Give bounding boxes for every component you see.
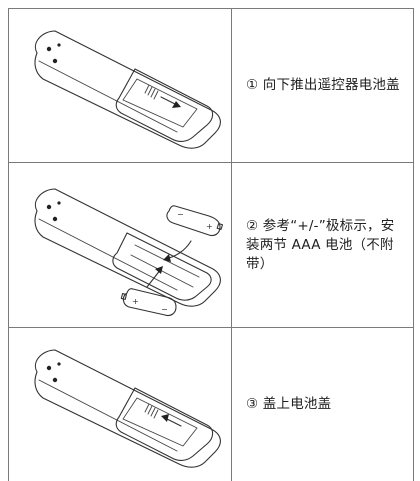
battery-bottom-minus: −: [161, 305, 168, 314]
remote-battery-insert-icon: − + + −: [9, 163, 232, 327]
step-1-text-cell: ① 向下推出遥控器电池盖: [232, 9, 414, 163]
step-3-instruction: ③ 盖上电池盖: [246, 395, 403, 414]
battery-top-plus: +: [206, 222, 213, 231]
battery-bottom: + −: [121, 289, 176, 316]
remote-cover-slide-out-icon: [9, 9, 232, 162]
step-2-instruction: ② 参考“+/-”极标示，安装两节 AAA 电池（不附带）: [246, 217, 403, 274]
battery-top-minus: −: [177, 210, 184, 219]
step-3-illustration-cell: [9, 328, 232, 481]
step-3-text-cell: ③ 盖上电池盖: [232, 328, 414, 481]
instruction-table: ① 向下推出遥控器电池盖 − +: [8, 8, 414, 481]
step-row-3: ③ 盖上电池盖: [9, 328, 414, 481]
step-row-1: ① 向下推出遥控器电池盖: [9, 9, 414, 163]
battery-bottom-plus: +: [132, 297, 139, 306]
battery-top: − +: [167, 206, 223, 236]
step-2-illustration-cell: − + + −: [9, 163, 232, 328]
remote-cover-close-icon: [9, 328, 232, 481]
step-1-instruction: ① 向下推出遥控器电池盖: [246, 76, 403, 95]
step-2-text-cell: ② 参考“+/-”极标示，安装两节 AAA 电池（不附带）: [232, 163, 414, 328]
step-1-illustration-cell: [9, 9, 232, 163]
step-row-2: − + + −: [9, 163, 414, 328]
